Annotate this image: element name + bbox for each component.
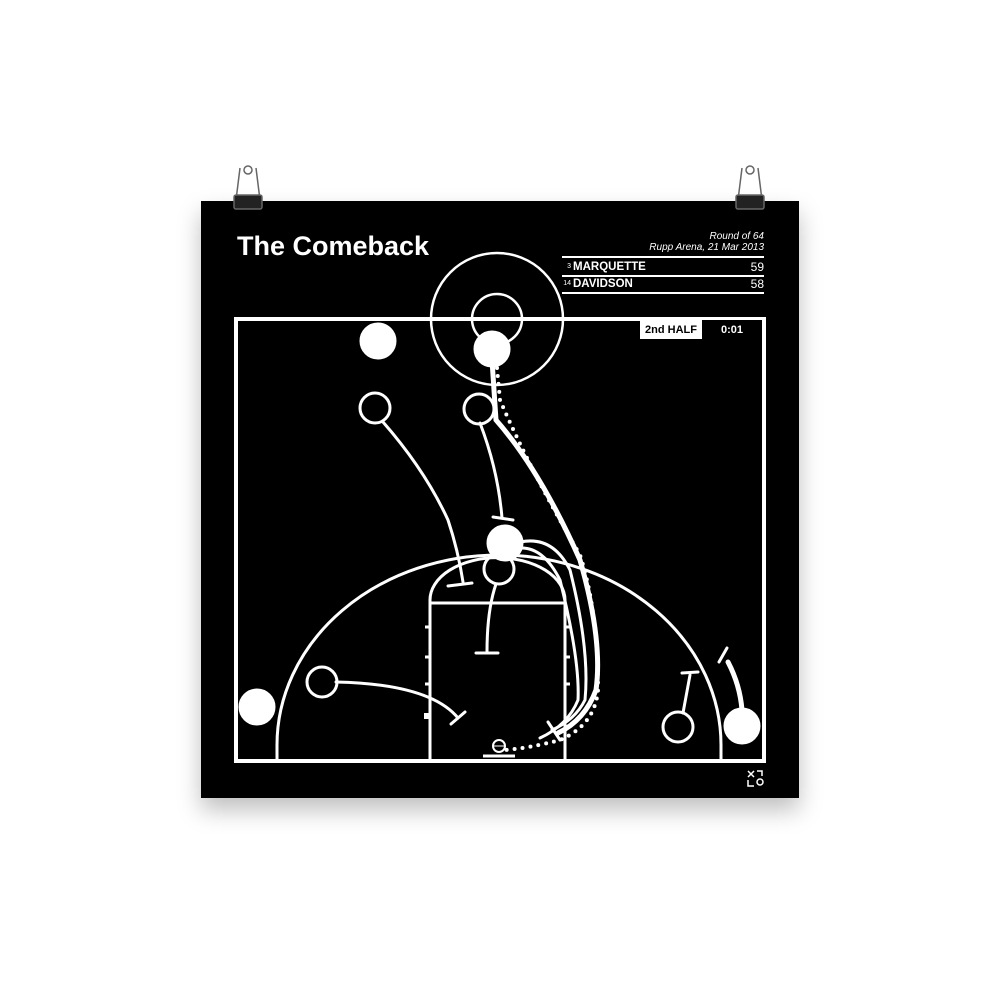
team-score: 58 [750, 276, 764, 291]
team-name: DAVIDSON [573, 277, 633, 290]
offense-player [473, 330, 511, 368]
defense-player [358, 391, 392, 425]
time-remaining: 0:01 [702, 320, 762, 339]
lane-hashes [424, 625, 570, 719]
offense-player [723, 707, 761, 745]
game-clock: 2nd HALF 0:01 [640, 320, 762, 339]
defense-player [462, 392, 496, 426]
period-label: 2nd HALF [640, 320, 702, 339]
three-point-arc [275, 553, 723, 761]
play-paths [334, 357, 745, 752]
cut-path [485, 582, 498, 654]
screen-path [508, 539, 588, 732]
team-row: 14 DAVIDSON 58 [562, 275, 764, 294]
drive-path [489, 357, 601, 736]
offense-player [359, 322, 397, 360]
screen-path [508, 546, 580, 740]
defense-player [305, 665, 339, 699]
binder-clip-left [233, 165, 263, 210]
offense-player [238, 688, 276, 726]
defense-player [661, 710, 695, 744]
binder-clip-right [735, 165, 765, 210]
basketball-icon [483, 739, 515, 758]
team-name: MARQUETTE [573, 260, 646, 273]
cut-path [478, 421, 504, 520]
court-boundary [234, 317, 766, 763]
cut-path [334, 680, 460, 720]
game-meta: Round of 64 Rupp Arena, 21 Mar 2013 [562, 231, 764, 253]
brand-logo-icon [747, 770, 764, 787]
cut-path [381, 420, 465, 584]
cut-path [725, 659, 745, 713]
play-title: The Comeback [237, 231, 430, 261]
venue-date: Rupp Arena, 21 Mar 2013 [649, 242, 764, 253]
lane [428, 556, 567, 761]
team-row: 3 MARQUETTE 59 [562, 256, 764, 277]
offense-player [486, 524, 524, 562]
team-score: 59 [750, 259, 764, 274]
defense-player [482, 552, 516, 586]
team-seed: 3 [567, 263, 571, 270]
cut-path [681, 673, 692, 715]
team-seed: 14 [563, 280, 571, 287]
players [238, 322, 761, 745]
round-label: Round of 64 [709, 231, 765, 242]
